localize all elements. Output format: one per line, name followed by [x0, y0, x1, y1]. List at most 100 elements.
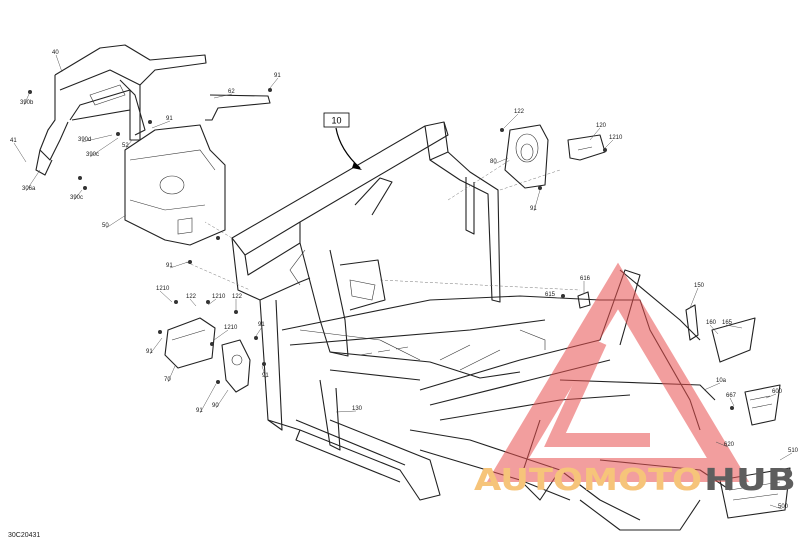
leader-line [151, 120, 171, 129]
leader-line [703, 382, 721, 391]
watermark-text: AUTOMOTO HUB [474, 463, 796, 498]
part-label: 390c [70, 195, 83, 201]
part-label: 306a [22, 186, 36, 192]
leader-line [503, 113, 519, 129]
part-label: 390c [86, 152, 99, 158]
part-label: 1210 [609, 135, 623, 141]
watermark-text-a: AUTOMOTO [474, 463, 702, 498]
part-label: 91 [258, 322, 265, 328]
part-label: 1210 [212, 294, 226, 300]
part-label: 122 [232, 294, 243, 300]
part-label: 41 [10, 138, 17, 144]
diagram-code: 30C20431 [8, 532, 40, 539]
part-label: 91 [166, 116, 173, 122]
leader-line [89, 137, 119, 158]
leader-line [589, 127, 601, 141]
leader-line [213, 93, 233, 99]
part-label: 91 [166, 263, 173, 269]
part-label: 615 [545, 292, 556, 298]
leader-line [533, 189, 541, 212]
part-label: 52 [122, 143, 129, 149]
leader-line [604, 139, 614, 149]
logo-triangle [486, 262, 750, 482]
leader-line [149, 337, 163, 355]
part-500 [719, 467, 791, 519]
leader-line [689, 287, 699, 309]
leader-line [189, 298, 197, 307]
part-label: 390d [78, 137, 91, 143]
part-label: 91 [146, 349, 153, 355]
leader-line [159, 290, 173, 303]
part-label: 122 [514, 109, 525, 115]
part-label: 600 [772, 389, 783, 395]
leader-line [765, 393, 777, 399]
part-label: 70 [164, 377, 171, 383]
leader-line [215, 389, 229, 409]
leader-line [169, 261, 189, 269]
leader-line [335, 410, 357, 413]
leader-line [125, 139, 133, 149]
part-label: 91 [274, 73, 281, 79]
part-label: 10a [716, 378, 727, 384]
leader-line [25, 169, 41, 192]
leader-line [55, 54, 63, 73]
part-label: 40 [52, 50, 59, 56]
part-label: 50 [102, 223, 109, 229]
part-label: 620 [724, 442, 735, 448]
logo-inner [544, 339, 650, 447]
reference-box-label: 10 [331, 116, 341, 126]
leader-line [493, 157, 509, 165]
part-label: 500 [778, 504, 789, 510]
part-label: 91 [530, 206, 537, 212]
watermark-text-b: HUB [704, 463, 796, 498]
leader-line [715, 441, 729, 448]
bracket-90 [221, 339, 251, 393]
leader-line [167, 365, 176, 383]
leader-line [207, 298, 217, 306]
plate-70 [164, 317, 216, 369]
leader-line [261, 365, 267, 379]
part-label: 1210 [156, 286, 170, 292]
reference-box: 10 [323, 112, 362, 170]
part-labels: 409162390b390d5241390c306a390c9150911221… [10, 50, 799, 510]
leader-line [23, 91, 31, 106]
right-parts [577, 291, 791, 519]
leader-line [213, 329, 229, 341]
part-label: 667 [726, 393, 737, 399]
part-label: 165 [722, 320, 733, 326]
part-label: 62 [228, 89, 235, 95]
part-616 [577, 291, 591, 309]
part-label: 91 [262, 373, 269, 379]
watermark-logo [486, 262, 750, 482]
fasteners [28, 88, 734, 410]
leader-line [729, 397, 735, 407]
leader-line [725, 324, 743, 329]
part-label: 616 [580, 276, 591, 282]
part-label: 130 [352, 406, 363, 412]
part-label: 150 [694, 283, 705, 289]
part-600 [744, 384, 781, 426]
leader-line [73, 189, 83, 201]
bracket-80 [504, 124, 549, 189]
leader-line [709, 324, 719, 335]
part-label: 120 [596, 123, 607, 129]
roof-rack-assembly [35, 44, 207, 176]
part-label: 80 [490, 159, 497, 165]
arm-62 [205, 94, 271, 121]
part-160 [711, 317, 756, 363]
leader-line [269, 77, 279, 89]
part-label: 1210 [224, 325, 238, 331]
leader-line [779, 452, 793, 461]
leader-line [105, 214, 127, 229]
leader-line [255, 326, 263, 337]
part-label: 510 [788, 448, 799, 454]
housing-50 [124, 124, 226, 246]
bracket-120 [567, 134, 606, 161]
leader-line [548, 296, 561, 299]
part-label: 90 [212, 403, 219, 409]
leader-line [199, 383, 217, 414]
leader-line [769, 504, 783, 510]
part-150 [685, 304, 699, 341]
